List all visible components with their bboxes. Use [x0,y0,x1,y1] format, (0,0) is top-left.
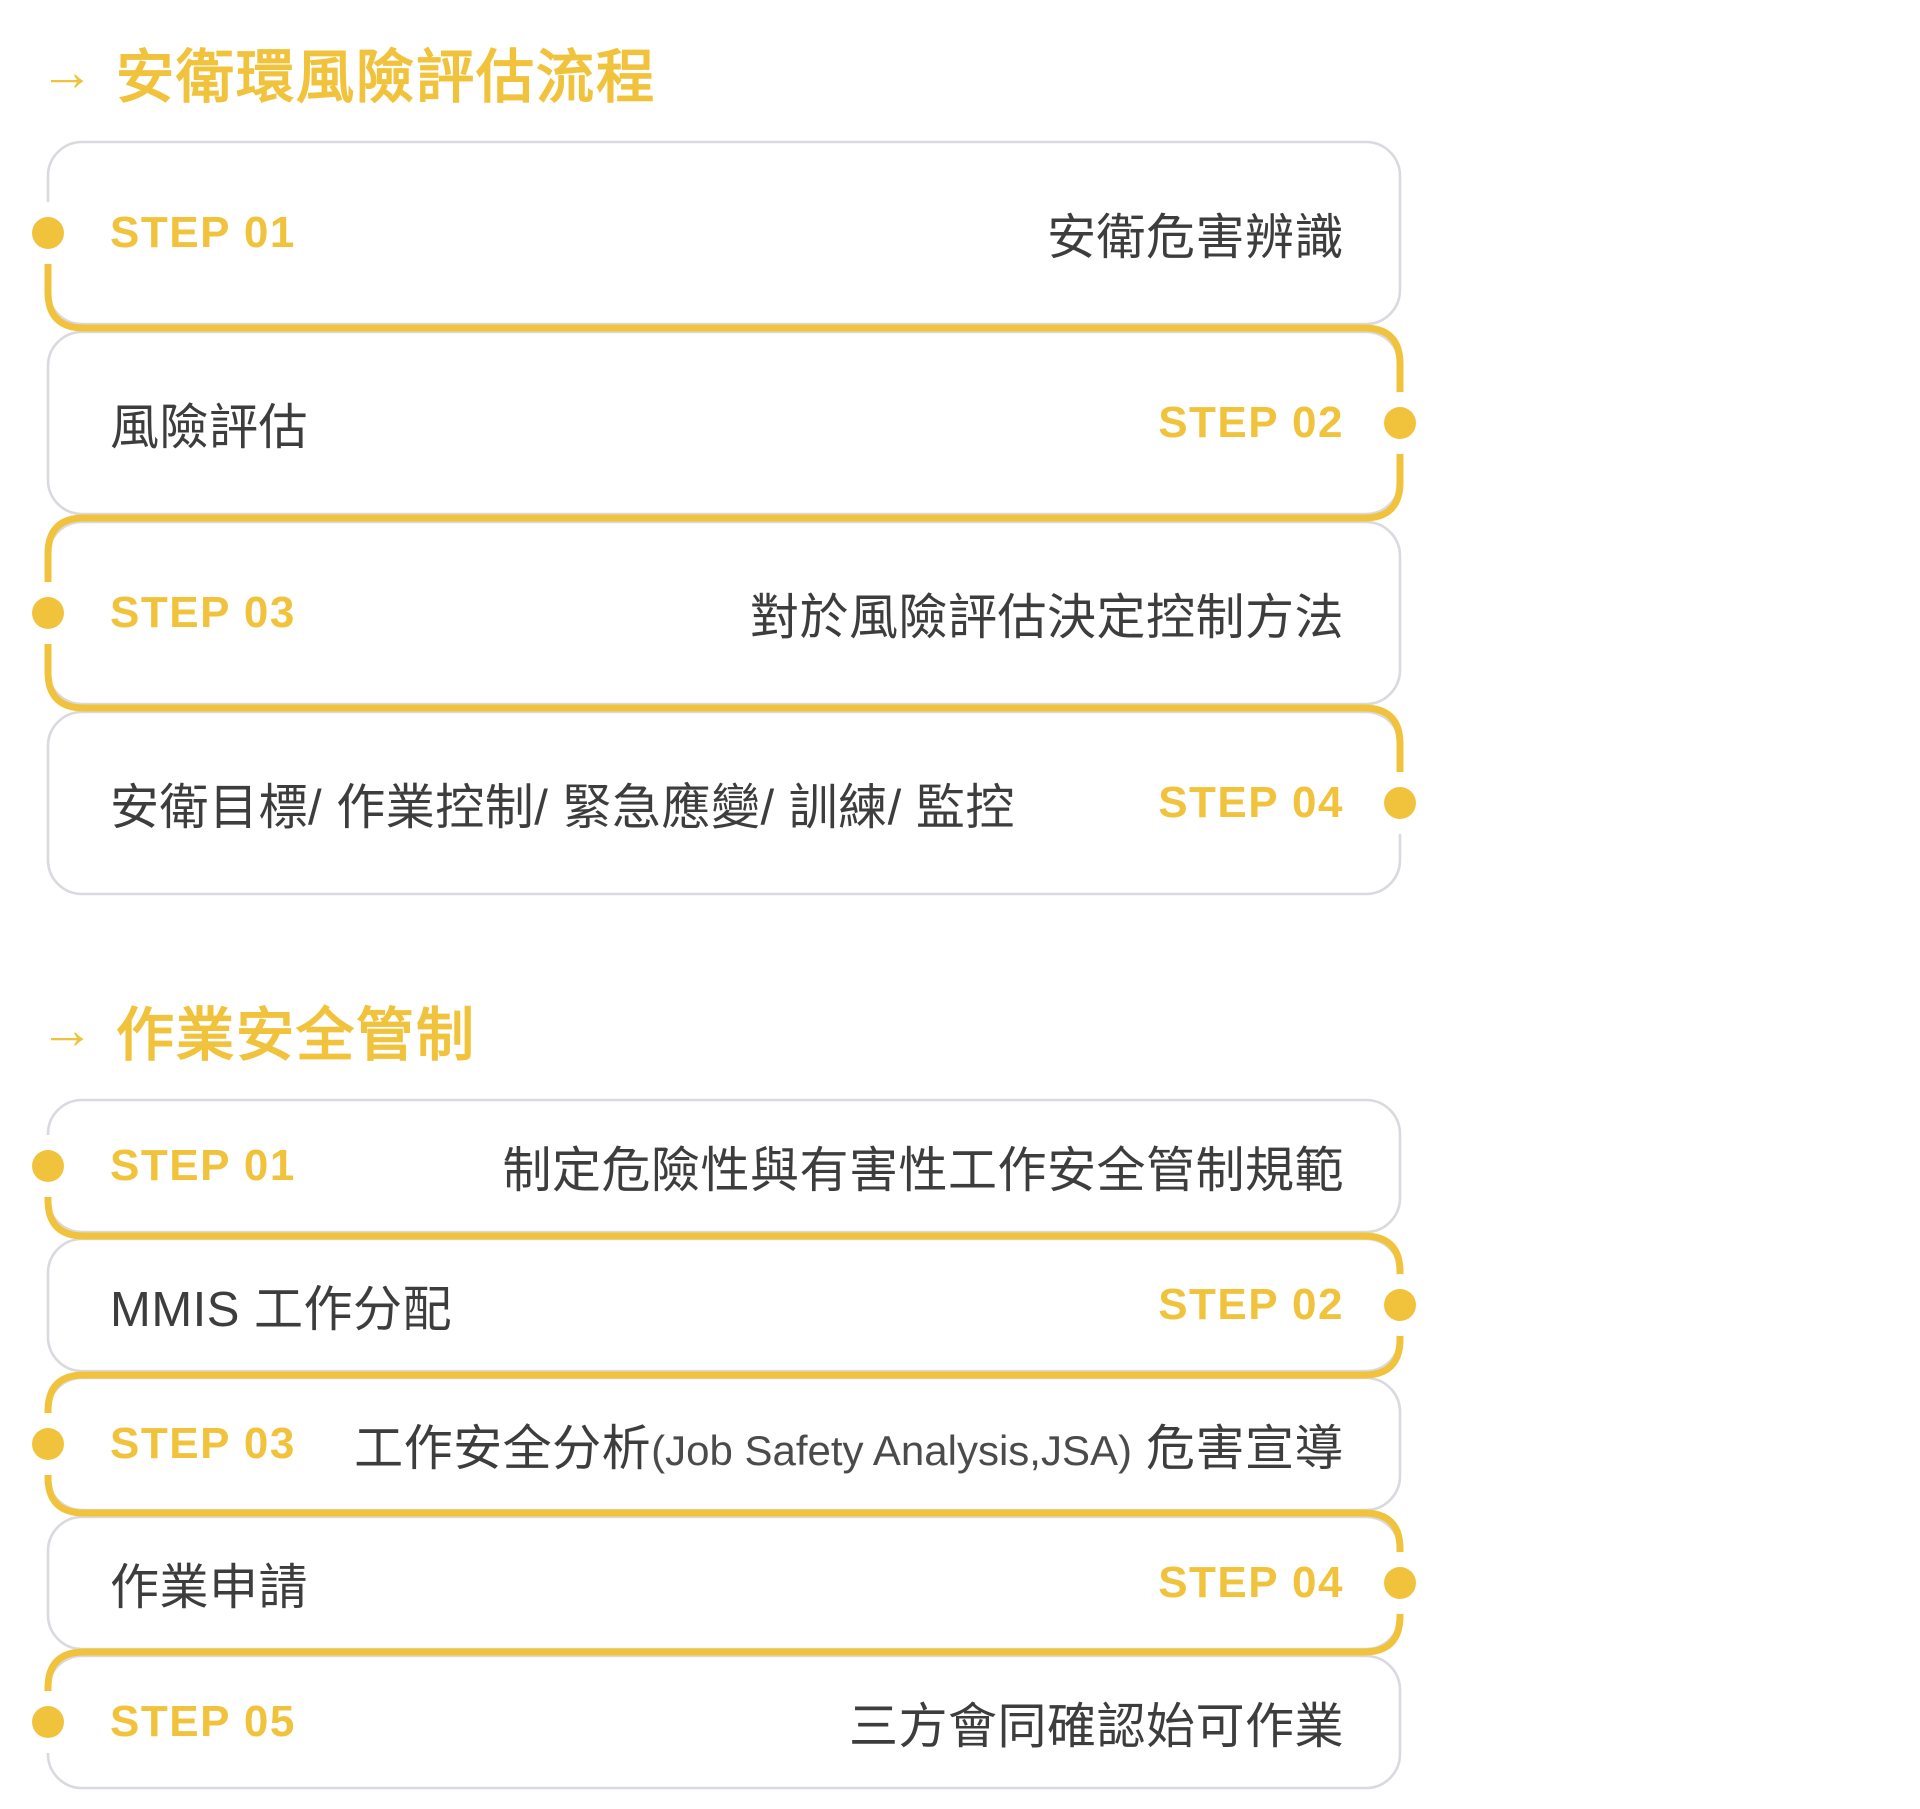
section-title-work-safety-control: → 作業安全管制 [40,998,476,1068]
step-row-2-5: STEP 05 三方會同確認始可作業 [110,1656,1344,1788]
step-label: STEP 04 [1158,1558,1344,1607]
step-label: STEP 02 [1158,1280,1344,1329]
step-text: MMIS 工作分配 [110,1282,453,1337]
step-dot [32,1150,64,1182]
step-text-latin: (Job Safety Analysis,JSA) [651,1426,1132,1474]
step-dot [1384,407,1416,439]
step-row-1-3: STEP 03 對於風險評估決定控制方法 [110,522,1344,704]
step-text: 作業申請 [110,1560,309,1615]
step-row-1-2: 風險評估 STEP 02 [110,332,1344,514]
arrow-right-icon: → [40,1000,94,1060]
step-label: STEP 03 [110,1419,296,1468]
step-text: 安衛目標/ 作業控制/ 緊急應變/ 訓練/ 監控 [110,780,1015,835]
step-text: 對於風險評估決定控制方法 [749,590,1344,645]
step-label: STEP 03 [110,588,296,637]
step-dot [32,597,64,629]
step-row-2-4: 作業申請 STEP 04 [110,1517,1344,1649]
step-row-2-2: MMIS 工作分配 STEP 02 [110,1239,1344,1371]
section-title-text: 作業安全管制 [116,1003,477,1068]
section-title-risk-assessment: → 安衛環風險評估流程 [40,40,656,110]
step-dot [32,1706,64,1738]
step-label: STEP 01 [110,208,296,257]
step-text-cjk-lead: 工作安全分析 [354,1421,652,1476]
step-label: STEP 01 [110,1141,296,1190]
step-dot [32,1428,64,1460]
step-text: 制定危險性與有害性工作安全管制規範 [502,1143,1344,1198]
step-dot [1384,1567,1416,1599]
flow-snake-line [44,233,1404,803]
step-dot [1384,787,1416,819]
step-row-2-3: STEP 03 工作安全分析 (Job Safety Analysis,JSA)… [110,1378,1344,1510]
step-dot [32,217,64,249]
section-title-text: 安衛環風險評估流程 [116,45,657,110]
step-row-1-4: 安衛目標/ 作業控制/ 緊急應變/ 訓練/ 監控 STEP 04 [110,712,1344,894]
step-text: 三方會同確認始可作業 [848,1699,1344,1754]
arrow-right-icon: → [40,42,94,102]
step-row-2-1: STEP 01 制定危險性與有害性工作安全管制規範 [110,1100,1344,1232]
step-text: 風險評估 [110,400,309,455]
step-text: 安衛危害辨識 [1046,210,1344,265]
step-text: 工作安全分析 (Job Safety Analysis,JSA) 危害宣導 [354,1409,1344,1480]
step-label: STEP 05 [110,1697,296,1746]
step-row-1-1: STEP 01 安衛危害辨識 [110,142,1344,324]
step-label: STEP 04 [1158,778,1344,827]
step-label: STEP 02 [1158,398,1344,447]
step-dot [1384,1289,1416,1321]
step-text-cjk-tail: 危害宣導 [1145,1421,1344,1476]
